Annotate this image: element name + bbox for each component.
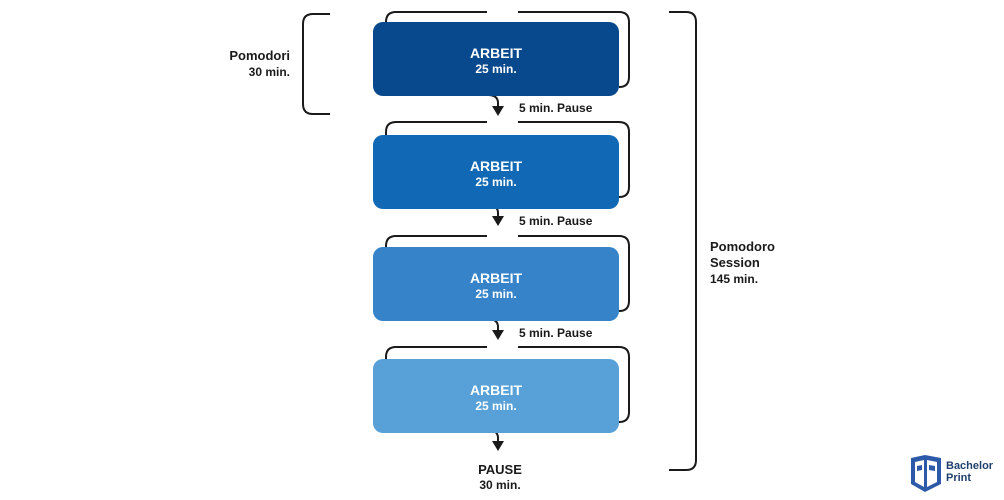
session-title-line2: Session bbox=[710, 255, 760, 270]
work-block-2: ARBEIT 25 min. bbox=[373, 135, 619, 209]
final-break: PAUSE 30 min. bbox=[440, 462, 560, 492]
logo-icon bbox=[911, 455, 941, 492]
bachelor-print-logo: Bachelor Print bbox=[908, 454, 1000, 494]
session-title-line1: Pomodoro bbox=[710, 239, 775, 254]
arrow-down-icon bbox=[492, 330, 504, 340]
pomodori-label: Pomodori 30 min. bbox=[210, 48, 290, 80]
short-break-label-2: 5 min. Pause bbox=[519, 214, 593, 228]
logo-text-line1: Bachelor bbox=[946, 460, 994, 472]
session-label: Pomodoro Session 145 min. bbox=[710, 239, 810, 287]
arrow-down-icon bbox=[492, 106, 504, 116]
work-block-duration: 25 min. bbox=[475, 287, 517, 301]
work-block-duration: 25 min. bbox=[475, 399, 517, 413]
pomodori-bracket bbox=[302, 13, 330, 115]
work-block-title: ARBEIT bbox=[469, 158, 523, 174]
final-break-duration: 30 min. bbox=[479, 478, 521, 492]
session-duration: 145 min. bbox=[710, 272, 759, 286]
session-bracket bbox=[669, 11, 697, 471]
logo-text: Bachelor Print bbox=[946, 460, 993, 484]
pomodori-title: Pomodori bbox=[229, 48, 290, 63]
work-block-title: ARBEIT bbox=[469, 45, 523, 61]
work-block-1: ARBEIT 25 min. bbox=[373, 22, 619, 96]
arrow-down-icon bbox=[492, 216, 504, 226]
work-block-4: ARBEIT 25 min. bbox=[373, 359, 619, 433]
short-break-label-1: 5 min. Pause bbox=[519, 101, 593, 115]
work-block-title: ARBEIT bbox=[469, 270, 523, 286]
short-break-label-3: 5 min. Pause bbox=[519, 326, 593, 340]
pomodori-duration: 30 min. bbox=[248, 65, 290, 79]
work-block-duration: 25 min. bbox=[475, 62, 517, 76]
work-block-duration: 25 min. bbox=[475, 175, 517, 189]
final-break-title: PAUSE bbox=[478, 462, 522, 477]
arrow-down-icon bbox=[492, 441, 504, 451]
work-block-title: ARBEIT bbox=[469, 382, 523, 398]
work-block-3: ARBEIT 25 min. bbox=[373, 247, 619, 321]
logo-text-line2: Print bbox=[946, 472, 972, 484]
